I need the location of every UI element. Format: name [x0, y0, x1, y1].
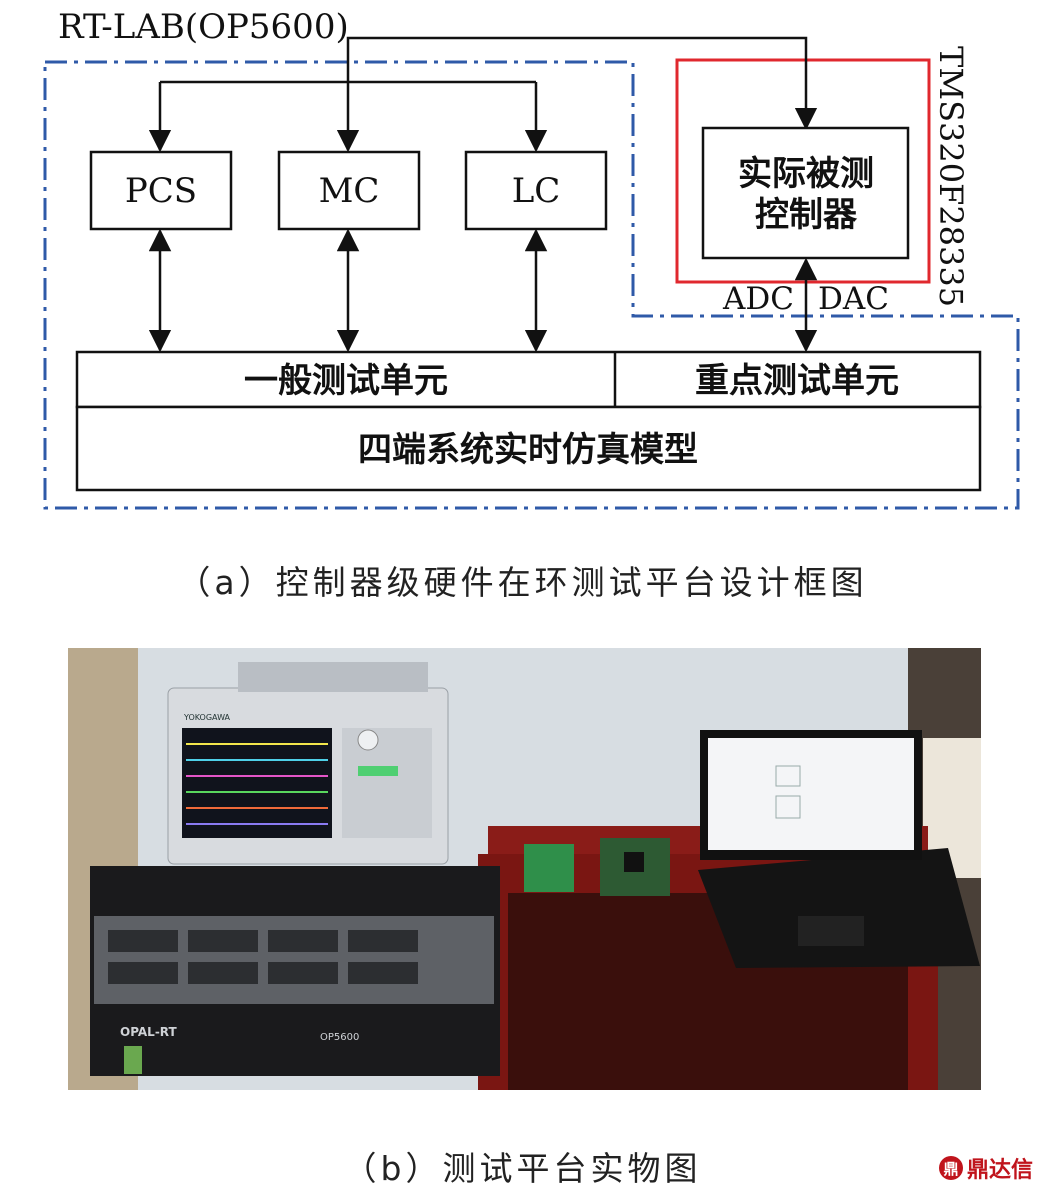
photo-scope-knob	[358, 730, 378, 750]
lc-label: LC	[512, 171, 561, 211]
photo-laptop-trackpad	[798, 916, 864, 946]
caption-a: （a）控制器级硬件在环测试平台设计框图	[0, 556, 1045, 604]
adc-label: ADC	[722, 281, 794, 317]
dac-label: DAC	[818, 281, 889, 317]
photo-breakout-board	[524, 844, 574, 892]
realtime-model-label: 四端系统实时仿真模型	[358, 430, 698, 470]
caption-b: （b）测试平台实物图	[0, 1142, 1045, 1190]
photo-scope-controls	[342, 728, 432, 838]
mc-label: MC	[319, 171, 380, 211]
key-test-unit: 重点测试单元	[695, 361, 899, 401]
watermark-text: 鼎达信	[967, 1152, 1033, 1184]
test-platform-photo: OPAL-RT OP5600 YOKOGAWA	[68, 648, 981, 1090]
dut-label-line2: 控制器	[755, 195, 858, 235]
photo-laptop-screen	[708, 738, 914, 850]
watermark: 鼎 鼎达信	[939, 1152, 1033, 1184]
photo-rack-connector	[124, 1046, 142, 1074]
dut-label-line1: 实际被测	[738, 154, 874, 194]
photo-rack-label: OPAL-RT	[120, 1025, 178, 1039]
photo-dsp-chip	[624, 852, 644, 872]
watermark-logo-icon: 鼎	[939, 1156, 963, 1180]
photo-scope-brand: YOKOGAWA	[183, 713, 231, 722]
photo-scope-green-keys	[358, 766, 398, 776]
photo-rack-model: OP5600	[320, 1032, 359, 1043]
photo-rack-panel	[94, 916, 494, 1004]
hil-block-diagram: RT-LAB(OP5600) TMS320F28335 PCS MC LC 实际…	[0, 0, 1045, 520]
rtlab-label: RT-LAB(OP5600)	[58, 7, 349, 47]
general-test-unit: 一般测试单元	[244, 361, 448, 401]
dsp-board-label: TMS320F28335	[932, 46, 970, 307]
pcs-label: PCS	[125, 171, 197, 211]
photo-scope-top	[238, 662, 428, 692]
